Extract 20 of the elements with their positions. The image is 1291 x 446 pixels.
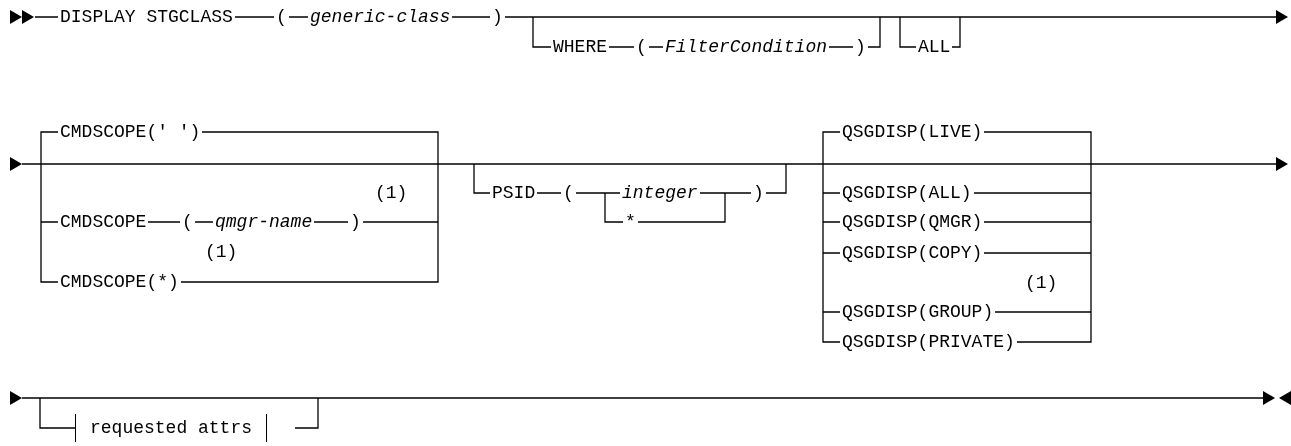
syntax-keyword: QSGDISP(LIVE) xyxy=(840,121,985,143)
syntax-variable: generic-class xyxy=(308,6,453,28)
syntax-keyword: QSGDISP(QMGR) xyxy=(840,211,985,233)
syntax-keyword: ) xyxy=(751,182,766,204)
syntax-keyword: ) xyxy=(490,6,505,28)
syntax-keyword: ( xyxy=(274,6,289,28)
syntax-fragment xyxy=(75,414,268,442)
syntax-keyword: ( xyxy=(634,36,649,58)
syntax-keyword: ( xyxy=(561,182,576,204)
syntax-keyword: QSGDISP(COPY) xyxy=(840,242,985,264)
syntax-keyword: CMDSCOPE(*) xyxy=(58,271,181,293)
syntax-keyword: ( xyxy=(180,211,195,233)
fragment-label: requested attrs xyxy=(90,417,253,439)
syntax-keyword: CMDSCOPE(' ') xyxy=(58,121,203,143)
syntax-keyword: QSGDISP(PRIVATE) xyxy=(840,331,1017,353)
syntax-keyword: ) xyxy=(853,36,868,58)
syntax-keyword: ) xyxy=(348,211,363,233)
syntax-variable: integer xyxy=(620,182,700,204)
syntax-keyword: QSGDISP(ALL) xyxy=(840,182,974,204)
syntax-keyword: QSGDISP(GROUP) xyxy=(840,301,996,323)
